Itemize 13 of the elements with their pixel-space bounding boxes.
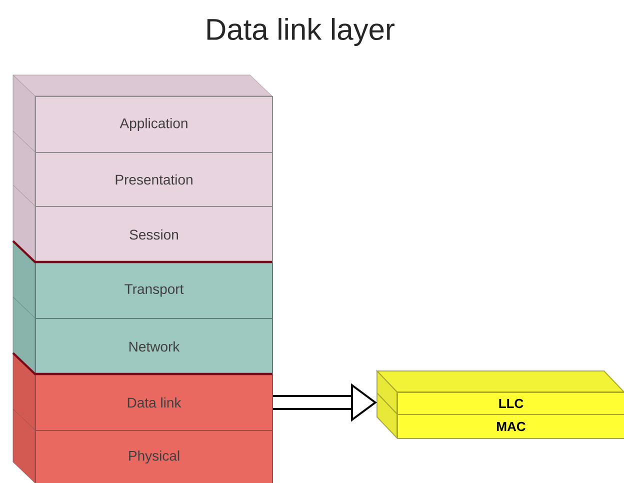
title: Data link layer <box>207 18 394 46</box>
sublayer-box: LLC <box>397 392 624 415</box>
layer-box: Session <box>12 184 273 263</box>
layer-box: Application <box>12 74 273 153</box>
layer-box: Data link <box>12 352 273 431</box>
node-label: LLC <box>499 398 524 408</box>
node-label: MAC <box>497 422 526 432</box>
layer-box: Network <box>12 296 273 375</box>
sublayer-box: MAC <box>397 414 624 439</box>
layer-box: Presentation <box>12 130 273 207</box>
layer-box: Physical <box>12 408 273 483</box>
node-label: Physical <box>129 450 180 464</box>
layer-box: Transport <box>12 240 273 319</box>
